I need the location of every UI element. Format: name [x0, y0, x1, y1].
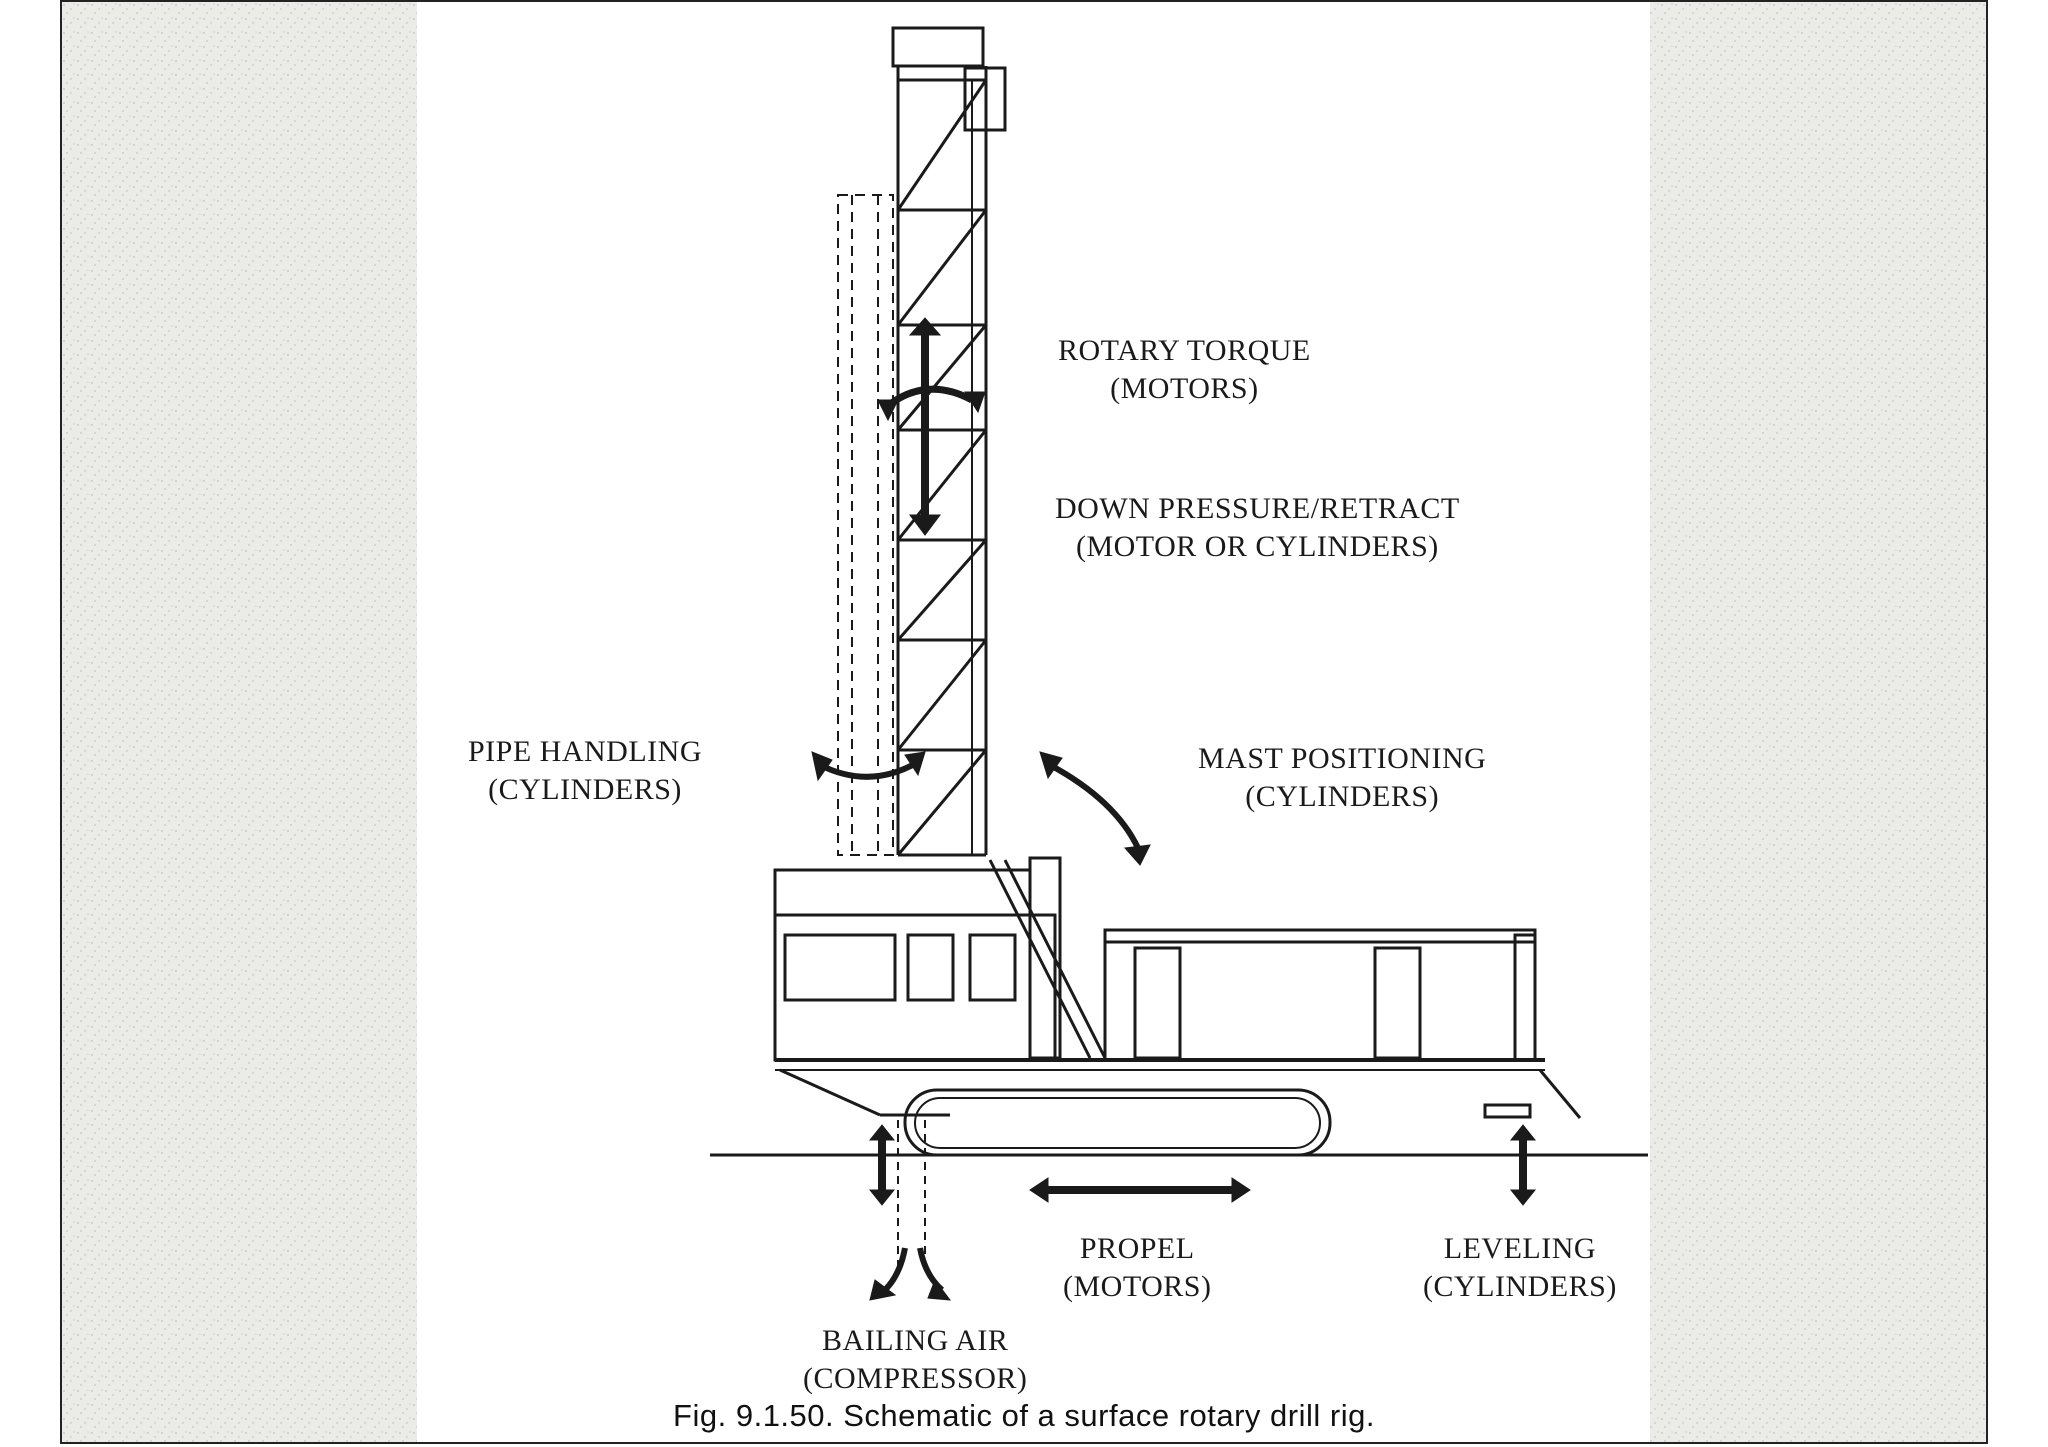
label-line: PROPEL [1079, 1232, 1195, 1265]
label-line: ROTARY TORQUE [1058, 334, 1311, 367]
image-frame [60, 0, 1988, 1444]
label-line: (MOTORS) [1063, 1270, 1212, 1303]
label-line: LEVELING [1443, 1232, 1597, 1265]
drawing-canvas [417, 2, 1650, 1442]
speckled-margin-left [62, 2, 417, 1442]
label-rotary-torque: ROTARY TORQUE (MOTORS) [1058, 332, 1311, 408]
label-line: (MOTORS) [1110, 372, 1259, 405]
label-line: (CYLINDERS) [1245, 780, 1440, 813]
label-line: BAILING AIR [822, 1324, 1009, 1357]
label-mast-positioning: MAST POSITIONING (CYLINDERS) [1198, 740, 1486, 816]
label-down-pressure: DOWN PRESSURE/RETRACT (MOTOR OR CYLINDER… [1055, 490, 1460, 566]
label-leveling: LEVELING (CYLINDERS) [1423, 1230, 1617, 1306]
mast-positioning-arrow [1039, 751, 1151, 866]
crawler-track [903, 1088, 1332, 1157]
figure-caption: Fig. 9.1.50. Schematic of a surface rota… [673, 1398, 1375, 1433]
rotary-torque-arrow [877, 385, 986, 422]
engine-housing [1103, 928, 1537, 1062]
label-pipe-handling: PIPE HANDLING (CYLINDERS) [468, 733, 702, 809]
rig-cab [773, 856, 1107, 1062]
label-line: MAST POSITIONING [1198, 742, 1487, 775]
bailing-air-arrows [869, 1247, 952, 1301]
leveling-arrow [1509, 1124, 1537, 1206]
pipe-rack [837, 194, 894, 856]
label-propel: PROPEL (MOTORS) [1063, 1230, 1211, 1306]
label-bailing-air: BAILING AIR (COMPRESSOR) [803, 1322, 1027, 1398]
label-line: (CYLINDERS) [488, 773, 682, 806]
label-line: PIPE HANDLING [468, 735, 702, 768]
jack-arrow [868, 1124, 896, 1206]
speckled-margin-right [1646, 2, 1986, 1442]
pipe-handling-arrow [811, 751, 926, 782]
label-line: DOWN PRESSURE/RETRACT [1055, 492, 1460, 525]
label-line: (MOTOR OR CYLINDERS) [1075, 530, 1439, 563]
mast [891, 26, 1007, 857]
label-line: (COMPRESSOR) [803, 1362, 1028, 1395]
propel-arrow [1029, 1177, 1251, 1203]
label-line: (CYLINDERS) [1423, 1270, 1617, 1303]
down-pressure-arrow [908, 317, 942, 536]
